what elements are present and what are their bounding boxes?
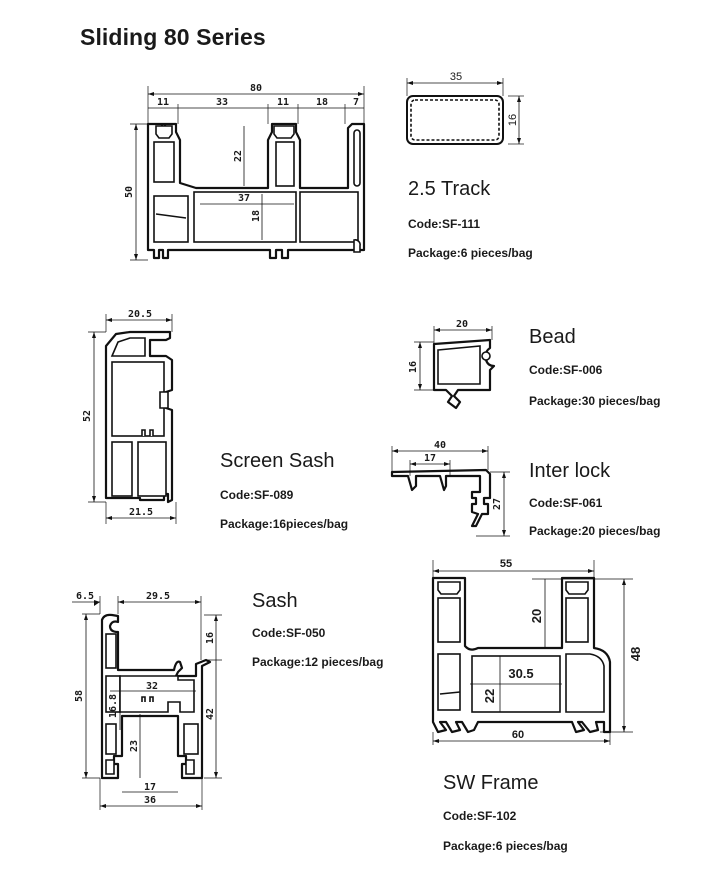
dim-sash-lower-h: 42 <box>205 708 216 720</box>
dim-sw-frame-bottom-width: 60 <box>512 729 524 741</box>
dim-frame80-height: 50 <box>124 186 135 198</box>
bead-code: Code:SF-006 <box>529 363 603 377</box>
sash-code: Code:SF-050 <box>252 626 326 640</box>
dim-sw-frame-upper-h: 20 <box>529 609 544 623</box>
screen-sash-name: Screen Sash <box>220 450 335 472</box>
dim-sash-upper-h: 16 <box>205 632 216 644</box>
dim-sash-height: 58 <box>74 690 85 702</box>
track-name: 2.5 Track <box>408 178 491 200</box>
interlock-code: Code:SF-061 <box>529 496 603 510</box>
dim-sash-channel-w: 17 <box>144 782 156 793</box>
dim-bead-width: 20 <box>456 319 468 330</box>
track-package: Package:6 pieces/bag <box>408 246 533 260</box>
sw-frame-package: Package:6 pieces/bag <box>443 839 568 853</box>
frame-80-dimensions <box>130 86 365 261</box>
dim-sash-channel-h: 23 <box>129 740 140 752</box>
dim-screen-sash-bottom-width: 21.5 <box>129 507 153 518</box>
dim-frame80-h1: 22 <box>233 150 244 162</box>
dim-frame80-inner-w: 37 <box>238 193 250 204</box>
sash-package: Package:12 pieces/bag <box>252 655 384 669</box>
sw-frame-code: Code:SF-102 <box>443 809 517 823</box>
dim-screen-sash-height: 52 <box>82 410 93 422</box>
screen-sash-package: Package:16pieces/bag <box>220 517 349 531</box>
dim-track-width: 35 <box>450 71 462 83</box>
bead-package: Package:30 pieces/bag <box>529 394 661 408</box>
track-code: Code:SF-111 <box>408 217 481 231</box>
dim-frame80-w1: 11 <box>157 97 169 108</box>
sash-name: Sash <box>252 590 298 612</box>
dim-sash-inner-h: 16.8 <box>108 694 119 718</box>
interlock-name: Inter lock <box>529 460 611 482</box>
interlock-package: Package:20 pieces/bag <box>529 524 661 538</box>
dim-track-height: 16 <box>507 114 519 126</box>
dim-screen-sash-top-width: 20.5 <box>128 309 152 320</box>
dim-frame80-h2: 18 <box>251 210 262 222</box>
dim-interlock-height: 27 <box>492 498 503 510</box>
frame-80-profile <box>146 122 366 260</box>
screen-sash-code: Code:SF-089 <box>220 488 294 502</box>
dim-frame80-w5: 7 <box>353 97 359 108</box>
dim-interlock-width: 40 <box>434 440 446 451</box>
dim-sw-frame-inner-w: 30.5 <box>508 666 533 681</box>
dim-frame80-w2: 33 <box>216 97 228 108</box>
dim-bead-height: 16 <box>408 361 419 373</box>
dim-sw-frame-top-width: 55 <box>500 558 512 570</box>
page-title: Sliding 80 Series <box>80 24 266 50</box>
dim-frame80-width: 80 <box>250 83 262 94</box>
dim-frame80-w4: 18 <box>316 97 328 108</box>
dim-frame80-w3: 11 <box>277 97 289 108</box>
dim-sash-inner-w: 32 <box>146 681 158 692</box>
dim-sash-left-offset: 6.5 <box>76 591 94 602</box>
dim-sw-frame-height: 48 <box>628 647 643 661</box>
bead-name: Bead <box>529 326 576 348</box>
dim-sw-frame-inner-h: 22 <box>482 689 497 703</box>
sw-frame-name: SW Frame <box>443 772 539 794</box>
dim-interlock-inner-width: 17 <box>424 453 436 464</box>
dim-sash-top-width: 29.5 <box>146 591 170 602</box>
dim-sash-bottom-width: 36 <box>144 795 156 806</box>
